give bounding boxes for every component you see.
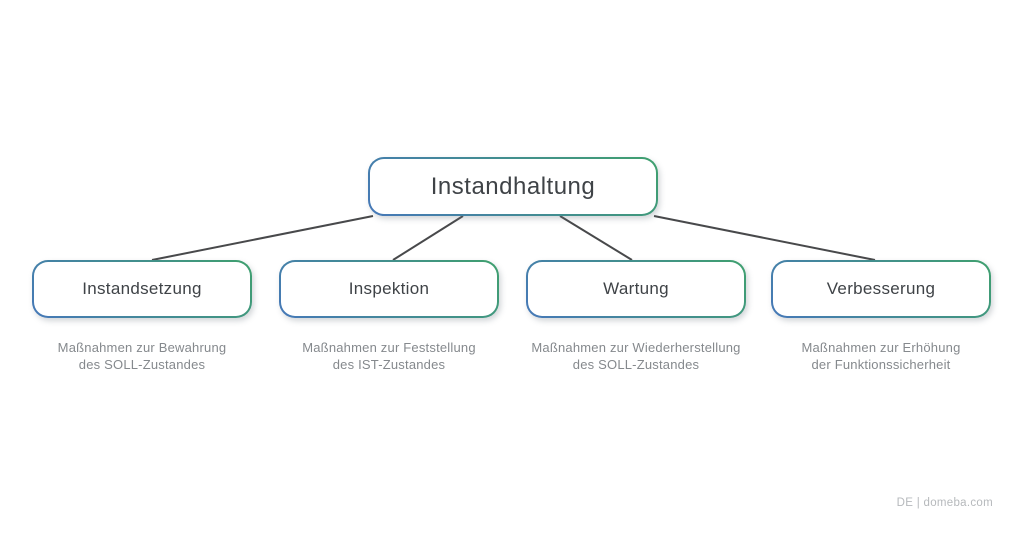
description-line: Maßnahmen zur Wiederherstellung xyxy=(531,340,741,355)
watermark: DE | domeba.com xyxy=(896,497,993,509)
child-node-label: Inspektion xyxy=(281,262,497,316)
description-line: Maßnahmen zur Feststellung xyxy=(302,340,476,355)
connector-root-to-wartung xyxy=(559,215,633,261)
description-instandsetzung: Maßnahmen zur Bewahrung des SOLL-Zustand… xyxy=(22,339,262,373)
description-wartung: Maßnahmen zur Wiederherstellung des SOLL… xyxy=(516,339,756,373)
description-verbesserung: Maßnahmen zur Erhöhung der Funktionssich… xyxy=(761,339,1001,373)
child-node-inspektion: Inspektion xyxy=(279,260,499,318)
description-line: des SOLL-Zustandes xyxy=(78,357,206,372)
root-node-instandhaltung: Instandhaltung xyxy=(368,157,658,216)
description-inspektion: Maßnahmen zur Feststellung des IST-Zusta… xyxy=(269,339,509,373)
child-node-label: Verbesserung xyxy=(773,262,989,316)
connector-root-to-inspektion xyxy=(392,215,464,261)
connector-root-to-instandsetzung xyxy=(151,215,374,261)
child-node-label: Instandsetzung xyxy=(34,262,250,316)
root-node-label: Instandhaltung xyxy=(370,159,656,214)
description-line: der Funktionssicherheit xyxy=(811,357,951,372)
description-line: Maßnahmen zur Bewahrung xyxy=(57,340,227,355)
child-node-verbesserung: Verbesserung xyxy=(771,260,991,318)
child-node-wartung: Wartung xyxy=(526,260,746,318)
description-line: Maßnahmen zur Erhöhung xyxy=(801,340,961,355)
description-line: des SOLL-Zustandes xyxy=(572,357,700,372)
description-line: des IST-Zustandes xyxy=(332,357,446,372)
child-node-label: Wartung xyxy=(528,262,744,316)
connector-root-to-verbesserung xyxy=(653,215,876,261)
child-node-instandsetzung: Instandsetzung xyxy=(32,260,252,318)
